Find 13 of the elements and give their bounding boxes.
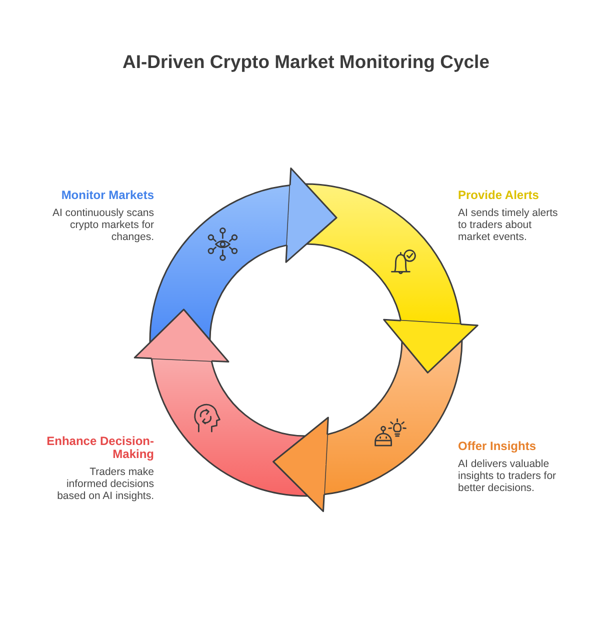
arrow [272,416,329,512]
diagram-title: AI-Driven Crypto Market Monitoring Cycle [122,51,490,73]
step-heading: Offer Insights [458,440,538,453]
step-heading: Enhance Decision-Making [46,435,154,461]
step-description: AI continuously scans crypto markets for changes. [51,207,154,243]
step-heading: Monitor Markets [60,189,154,202]
arrow [285,168,338,263]
arrow [134,308,230,362]
arrow [383,318,478,374]
step-description: AI sends timely alerts to traders about market events. [458,207,559,243]
step-heading: Provide Alerts [458,189,540,202]
step-description: AI delivers valuable insights to traders for better decisions. [458,458,558,494]
step-description: Traders make informed decisions based on AI insights. [56,466,154,502]
